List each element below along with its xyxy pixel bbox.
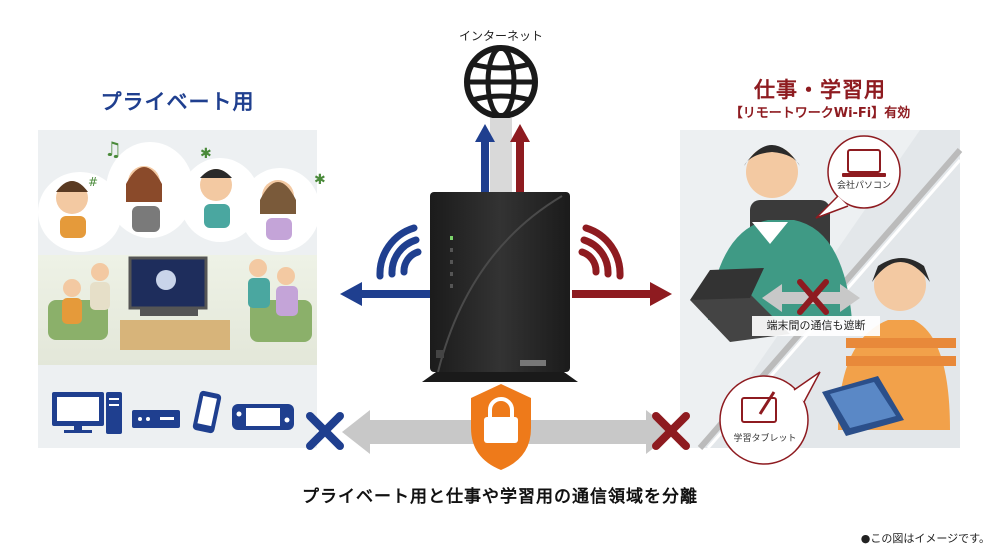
tablet-bubble (719, 371, 821, 465)
svg-text:♫: ♫ (104, 137, 122, 161)
tower-pc-icon (106, 392, 122, 434)
svg-text:#: # (88, 175, 98, 189)
svg-text:✱: ✱ (200, 146, 212, 162)
image-note: ●この図はイメージです。 (860, 532, 990, 545)
tablet-pen-icon (741, 391, 777, 423)
private-panel: ♫ # ✱ ✱ (38, 130, 326, 448)
private-devices (52, 390, 294, 434)
student-illustration (822, 258, 956, 436)
work-subtitle: 【リモートワークWi-Fi】有効 (729, 106, 911, 121)
pc-label: 会社パソコン (836, 181, 891, 191)
thought-bubbles: ♫ # ✱ ✱ (38, 137, 326, 252)
wifi-icon-work (572, 224, 672, 306)
laptop-icon (842, 149, 886, 177)
monitor-icon (52, 392, 104, 433)
smartphone-icon (192, 390, 222, 434)
globe-icon (464, 45, 538, 119)
internet-label: インターネット (458, 29, 543, 43)
uplink-arrows (475, 124, 530, 194)
svg-text:✱: ✱ (314, 172, 326, 188)
work-title: 仕事・学習用 (754, 78, 886, 102)
uplink-strip (490, 118, 512, 194)
wifi-router-illustration (422, 192, 578, 382)
cross-icon (797, 279, 829, 315)
work-panel (680, 130, 963, 465)
caption: プライベート用と仕事や学習用の通信領域を分離 (302, 487, 698, 507)
game-console-icon (232, 404, 294, 430)
pc-bubble (815, 135, 901, 219)
device-block-indicator (762, 279, 860, 315)
block-label: 端末間の通信も遮断 (752, 316, 880, 336)
set-top-box-icon (132, 410, 180, 428)
lock-icon (471, 384, 531, 470)
family-room-illustration (38, 255, 317, 365)
wifi-icon (340, 224, 430, 306)
cross-icon-private (306, 412, 344, 450)
cross-icon-work (652, 412, 690, 450)
tablet-label: 学習タブレット (733, 434, 797, 444)
private-title: プライベート用 (100, 90, 255, 114)
